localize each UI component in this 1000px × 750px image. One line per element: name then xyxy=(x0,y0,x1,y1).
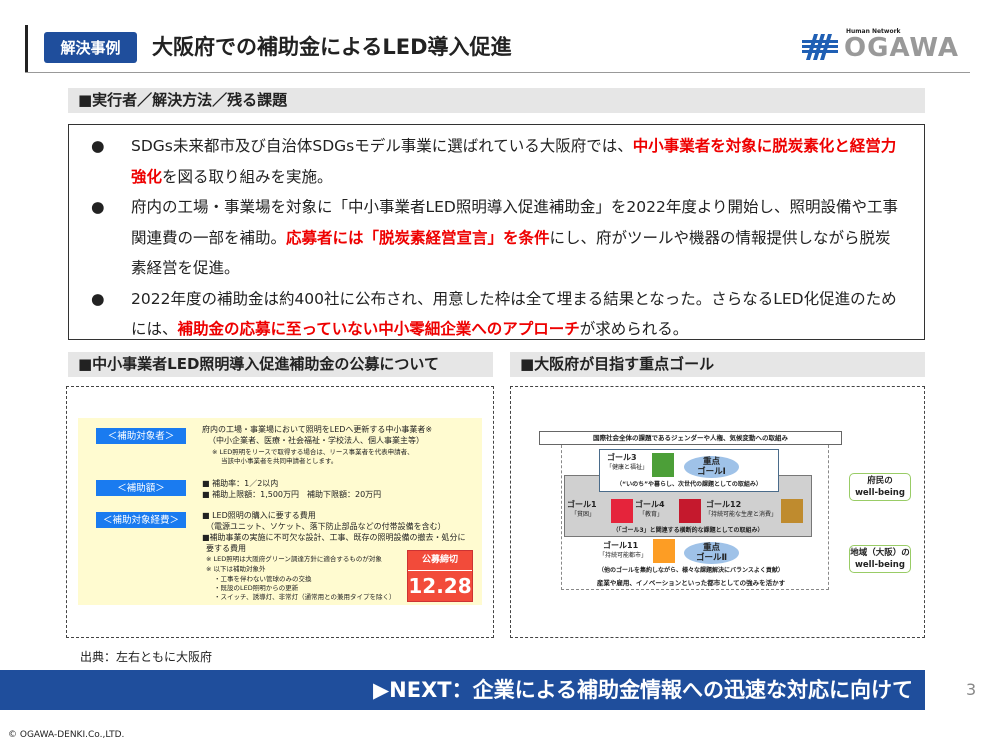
expense-2-cont: 要する費用 xyxy=(206,544,246,553)
section-heading-goals: ■大阪府が目指す重点ゴール xyxy=(510,352,925,377)
copyright: © OGAWA-DENKI.Co.,LTD. xyxy=(8,730,125,740)
goal3-title: ゴール3 xyxy=(607,453,637,462)
goal11-title: ゴール11 xyxy=(603,541,639,550)
bullet-icon: ● xyxy=(91,198,105,216)
bullet-text: 府内の工場・事業場を対象に「中小事業者LED照明導入促進補助金」を2022年度よ… xyxy=(131,192,904,284)
label-amount: ＜補助額＞ xyxy=(96,480,186,496)
goal4-sub: 「教育」 xyxy=(639,511,664,518)
deadline-label: 公募締切 xyxy=(408,551,472,571)
sdg4-icon xyxy=(679,499,701,523)
logo-mark-icon xyxy=(802,34,838,60)
wellbeing-region: 地域（大阪）の well-being xyxy=(849,545,911,573)
excluded-3: ・スイッチ、誘導灯、非常灯（通常用との兼用タイプを除く） xyxy=(214,593,396,601)
cross-caption: （「ゴール3」と関連する横断的な課題としての取組み） xyxy=(612,527,764,534)
sdg11-icon xyxy=(653,539,675,563)
ogawa-logo: Human Network OGAWA xyxy=(800,28,975,64)
expense-2: ■補助事業の実施に不可欠な設計、工事、既存の照明設備の撤去・処分に xyxy=(202,533,466,542)
target-text: 府内の工場・事業場において照明をLEDへ更新する中小事業者※ xyxy=(202,425,433,434)
page-title: 大阪府での補助金によるLED導入促進 xyxy=(152,35,512,59)
source-note: 出典：左右ともに大阪府 xyxy=(80,650,213,664)
section-heading-subsidy: ■中小事業者LED照明導入促進補助金の公募について xyxy=(68,352,493,377)
header-divider xyxy=(25,72,970,73)
bullet-text-part: SDGs未来都市及び自治体SDGsモデル事業に選ばれている大阪府では、 xyxy=(131,137,633,155)
label-expenses: ＜補助対象経費＞ xyxy=(96,512,186,528)
goal4-title: ゴール4 xyxy=(635,500,665,509)
sdg12-icon xyxy=(781,499,803,523)
bottom-caption: 産業や雇用、イノベーションといった都市としての強みを活かす xyxy=(571,579,811,588)
excluded-1: ・工事を伴わない管球のみの交換 xyxy=(214,575,312,583)
bullet-text-part: を図る取り組みを実施。 xyxy=(162,167,333,186)
category-tag: 解決事例 xyxy=(44,32,137,63)
subsidy-panel xyxy=(66,386,494,638)
bullet-text-part: 府内の工場・事業場を対象に「中小事業者LED照明導入促進補助金」を2022年度よ… xyxy=(131,198,899,247)
priority-goal-2: 重点 ゴールⅡ xyxy=(684,542,739,564)
summary-box: ● SDGs未来都市及び自治体SDGsモデル事業に選ばれている大阪府では、中小事業… xyxy=(68,124,925,340)
priority-goal-1: 重点 ゴールⅠ xyxy=(684,456,739,478)
amount-limits: ■ 補助上限額：1,500万円 補助下限額：20万円 xyxy=(202,490,382,499)
bullet-text-part: 2022年度の補助金は約400社に公布され、用意した枠は全て埋まる結果となった。… xyxy=(131,289,897,339)
target-note-1: ※ LED照明をリースで取得する場合は、リース事業者を代表申請者、 xyxy=(212,448,414,456)
label-target: ＜補助対象者＞ xyxy=(96,428,186,444)
bullet-text: 2022年度の補助金は約400社に公布され、用意した枠は全て埋まる結果となった。… xyxy=(131,284,904,345)
amount-rate: ■ 補助率：1／2以内 xyxy=(202,479,279,488)
goal1-sub: 「貧困」 xyxy=(571,511,596,518)
next-banner: ▶NEXT：企業による補助金情報への迅速な対応に向けて xyxy=(0,670,925,710)
goal3-caption: （“いのち”や暮らし、次世代の課題としての取組み） xyxy=(616,481,762,488)
excluded-2: ・既設のLED照明からの更新 xyxy=(214,584,299,592)
deadline-badge: 公募締切 12.28 xyxy=(407,550,473,602)
highlight-text: 応募者には「脱炭素経営宣言」を条件 xyxy=(286,228,550,247)
logo-tagline: Human Network xyxy=(846,28,901,35)
bullet-text: SDGs未来都市及び自治体SDGsモデル事業に選ばれている大阪府では、中小事業者… xyxy=(131,131,904,192)
logo-text: OGAWA xyxy=(844,33,960,63)
highlight-text: 補助金の応募に至っていない中小零細企業へのアプローチ xyxy=(177,320,580,338)
target-note-2: 当該中小事業者を共同申請者とします。 xyxy=(221,457,338,465)
goals-top-banner: 国際社会全体の課題であるジェンダーや人権、気候変動への取組み xyxy=(539,431,842,445)
goal12-title: ゴール12 xyxy=(706,500,742,509)
summary-bullet: ● 府内の工場・事業場を対象に「中小事業者LED照明導入促進補助金」を2022年度… xyxy=(91,192,904,284)
bullet-text-part: にし、府がツールや機器の情報提供しながら脱炭素経営を促進。 xyxy=(131,228,891,278)
expense-1-detail: （電源ユニット、ソケット、落下防止部品などの付帯設備を含む） xyxy=(206,522,446,531)
expense-note-1: ※ LED照明は大阪府グリーン調達方針に適合するものが対象 xyxy=(206,555,382,563)
goals-panel: 国際社会全体の課題であるジェンダーや人権、気候変動への取組み ゴール3 「健康と… xyxy=(510,386,925,638)
section-heading-summary: ■実行者／解決方法／残る課題 xyxy=(68,88,925,113)
bullet-icon: ● xyxy=(91,137,105,155)
goals-outer-frame xyxy=(561,445,829,590)
subsidy-info-card: ＜補助対象者＞ 府内の工場・事業場において照明をLEDへ更新する中小事業者※ （… xyxy=(78,418,482,605)
sdg1-icon xyxy=(611,499,633,523)
page-number: 3 xyxy=(966,680,977,699)
bullet-text-part: が求められる。 xyxy=(579,320,689,338)
target-detail: （中小企業者、医療・社会福祉・学校法人、個人事業主等） xyxy=(208,436,424,445)
goal1-title: ゴール1 xyxy=(567,500,597,509)
summary-bullet: ● SDGs未来都市及び自治体SDGsモデル事業に選ばれている大阪府では、中小事業… xyxy=(91,131,904,192)
highlight-text: 中小事業者を対象に脱炭素化と経営力強化 xyxy=(131,137,897,186)
goal3-sub: 「健康と福祉」 xyxy=(606,464,649,471)
wellbeing-residents: 府民の well-being xyxy=(849,473,911,501)
goal11-caption: （他のゴールを集約しながら、様々な課題解決にバランスよく貢献） xyxy=(598,567,784,574)
sdg3-icon xyxy=(652,453,674,477)
deadline-value: 12.28 xyxy=(408,574,472,598)
expense-1: ■ LED照明の購入に要する費用 xyxy=(202,511,316,520)
header-accent-bar xyxy=(25,25,28,73)
goal12-sub: 「持続可能な生産と消費」 xyxy=(705,511,778,518)
bullet-icon: ● xyxy=(91,289,105,308)
goal11-sub: 「持続可能都市」 xyxy=(599,552,648,559)
summary-bullet: ● 2022年度の補助金は約400社に公布され、用意した枠は全て埋まる結果となった… xyxy=(91,284,904,345)
expense-note-2: ※ 以下は補助対象外 xyxy=(206,565,266,573)
